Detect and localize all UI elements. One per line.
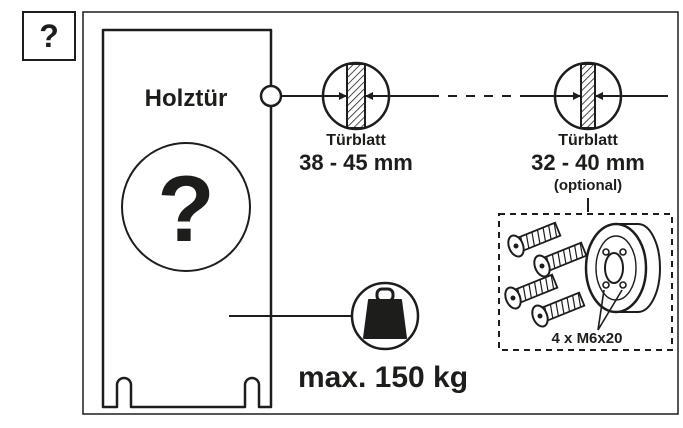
question-box: ?	[22, 11, 76, 61]
question-box-label: ?	[39, 18, 59, 54]
door-question-mark: ?	[157, 156, 214, 261]
weight-icon	[350, 281, 420, 351]
mounting-plate-icon	[584, 222, 661, 314]
screw-icon	[507, 221, 562, 258]
thickness-standard-title: Türblatt	[326, 132, 386, 149]
max-weight-label: max. 150 kg	[298, 361, 468, 394]
screw-kit-label: 4 x M6x20	[552, 330, 623, 347]
screw-icon	[504, 273, 559, 310]
screw-kit: 4 x M6x20	[498, 213, 673, 351]
screw-icon	[531, 291, 586, 328]
diagram-frame	[82, 11, 679, 415]
thickness-standard-range: 38 - 45 mm	[299, 150, 413, 175]
door-thickness-optional-icon	[553, 61, 623, 131]
thickness-optional-title: Türblatt	[558, 132, 618, 149]
screw-icon	[533, 241, 588, 278]
door-thickness-standard-icon	[321, 61, 391, 131]
door: Holztür ?	[101, 28, 273, 409]
thickness-optional-range: 32 - 40 mm	[531, 150, 645, 175]
door-label: Holztür	[145, 85, 228, 112]
question-circle	[121, 142, 251, 272]
thickness-optional-note: (optional)	[554, 177, 622, 194]
